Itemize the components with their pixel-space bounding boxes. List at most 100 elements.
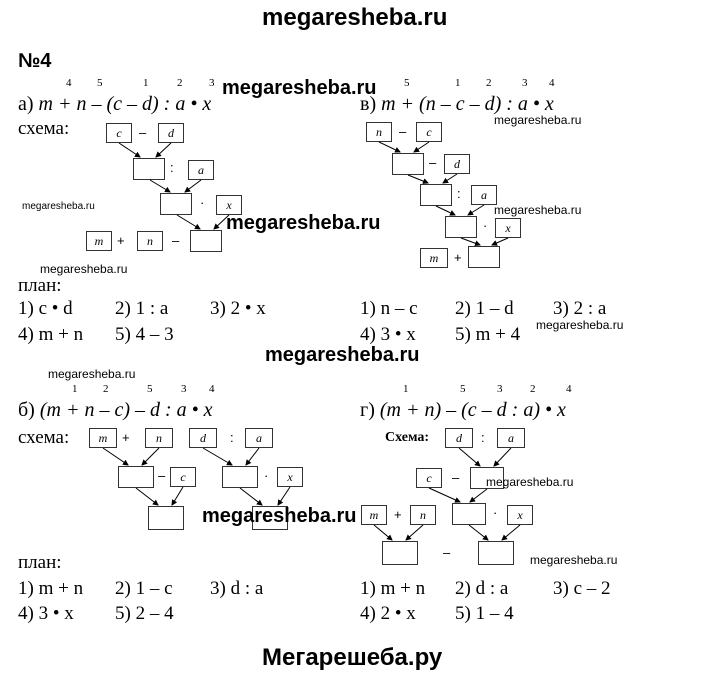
operator-minus: – <box>443 545 451 560</box>
order-number: 2 <box>486 77 492 89</box>
operator-divide: : <box>230 430 234 445</box>
order-number: 1 <box>143 77 149 89</box>
watermark: megaresheba.ru <box>494 203 582 217</box>
plan-step: 3) c – 2 <box>553 578 611 599</box>
scheme-box-x: x <box>507 505 533 525</box>
operator-minus: – <box>158 468 166 483</box>
order-number: 4 <box>549 77 555 89</box>
expression-a: а) m + n – (c – d) : a • x <box>18 93 211 116</box>
scheme-box-n: n <box>410 505 436 525</box>
scheme-box-a: a <box>188 160 214 180</box>
order-number: 4 <box>209 383 215 395</box>
operator-minus: – <box>139 125 147 140</box>
scheme-box-n: n <box>137 231 163 251</box>
watermark: megaresheba.ru <box>536 318 624 332</box>
expression-text: m + (n – c – d) : a • x <box>381 93 554 115</box>
expression-v: в) m + (n – c – d) : a • x <box>360 93 554 116</box>
expression-text: m + n – (c – d) : a • x <box>38 93 212 115</box>
scheme-box-d: d <box>158 123 184 143</box>
scheme-label: схема: <box>18 118 70 139</box>
operator-divide: : <box>457 186 461 201</box>
scheme-box-x: x <box>495 218 521 238</box>
operator-minus: – <box>452 470 460 485</box>
order-number: 1 <box>403 383 409 395</box>
order-number: 5 <box>404 77 410 89</box>
expression-b: б) (m + n – c) – d : a • x <box>18 399 213 422</box>
operator-plus: + <box>394 507 402 522</box>
operator-plus: + <box>122 430 130 445</box>
expression-prefix: б) <box>18 399 35 421</box>
operator-multiply: · <box>483 218 488 233</box>
scheme-box-c: c <box>416 122 442 142</box>
order-number: 1 <box>72 383 78 395</box>
plan-label: план: <box>18 275 62 296</box>
expression-text: (m + n – c) – d : a • x <box>39 399 213 421</box>
order-number: 1 <box>455 77 461 89</box>
header-watermark: megaresheba.ru <box>262 4 448 31</box>
scheme-box-m: m <box>420 248 448 268</box>
scheme-box-empty <box>118 466 154 488</box>
operator-minus: – <box>399 124 407 139</box>
scheme-box-a: a <box>245 428 273 448</box>
plan-step: 3) d : a <box>210 578 264 599</box>
scheme-box-m: m <box>86 231 112 251</box>
operator-minus: – <box>429 155 437 170</box>
scheme-box-empty <box>478 541 514 565</box>
plan-step: 1) c • d <box>18 298 73 319</box>
scheme-box-empty <box>190 230 222 252</box>
watermark: megaresheba.ru <box>530 553 618 567</box>
order-number: 4 <box>566 383 572 395</box>
expression-g: г) (m + n) – (c – d : a) • x <box>360 399 566 422</box>
operator-multiply: · <box>200 195 205 210</box>
scheme-label: схема: <box>18 427 70 448</box>
plan-step: 5) 1 – 4 <box>455 603 514 624</box>
operator-plus: + <box>117 233 125 248</box>
plan-step: 5) m + 4 <box>455 324 521 345</box>
operator-minus: – <box>172 233 180 248</box>
scheme-label: Схема: <box>385 430 430 445</box>
scheme-box-a: a <box>471 185 497 205</box>
plan-step: 2) 1 : a <box>115 298 169 319</box>
watermark: megaresheba.ru <box>48 367 136 381</box>
order-number: 2 <box>177 77 183 89</box>
expression-text: (m + n) – (c – d : a) • x <box>379 399 566 421</box>
order-number: 2 <box>530 383 536 395</box>
scheme-box-d: d <box>444 154 470 174</box>
scheme-box-d: d <box>189 428 217 448</box>
watermark: megaresheba.ru <box>226 212 381 234</box>
expression-prefix: в) <box>360 93 377 115</box>
plan-step: 2) 1 – c <box>115 578 173 599</box>
watermark: megaresheba.ru <box>222 77 377 99</box>
watermark: megaresheba.ru <box>265 344 420 366</box>
operator-multiply: · <box>264 468 269 483</box>
order-number: 5 <box>460 383 466 395</box>
scheme-box-empty <box>445 216 477 238</box>
scheme-box-m: m <box>361 505 387 525</box>
order-number: 2 <box>103 383 109 395</box>
order-number: 4 <box>66 77 72 89</box>
scheme-box-a: a <box>497 428 525 448</box>
operator-divide: : <box>170 160 174 175</box>
scheme-box-x: x <box>216 195 242 215</box>
watermark: megaresheba.ru <box>494 113 582 127</box>
order-number: 5 <box>147 383 153 395</box>
scheme-box-empty <box>452 503 486 525</box>
scheme-box-c: c <box>170 467 196 487</box>
scheme-box-empty <box>252 506 288 530</box>
plan-label: план: <box>18 552 62 573</box>
watermark: megaresheba.ru <box>22 201 95 212</box>
scheme-box-c: c <box>416 468 442 488</box>
plan-step: 4) 2 • x <box>360 603 416 624</box>
scheme-box-x: x <box>277 467 303 487</box>
task-number: №4 <box>18 50 52 72</box>
scheme-box-empty <box>160 193 192 215</box>
scheme-box-c: c <box>106 123 132 143</box>
plan-step: 3) 2 • x <box>210 298 266 319</box>
scheme-box-empty <box>222 466 258 488</box>
operator-plus: + <box>454 250 462 265</box>
plan-step: 2) 1 – d <box>455 298 514 319</box>
watermark: megaresheba.ru <box>40 262 128 276</box>
order-number: 3 <box>209 77 215 89</box>
plan-step: 2) d : a <box>455 578 509 599</box>
